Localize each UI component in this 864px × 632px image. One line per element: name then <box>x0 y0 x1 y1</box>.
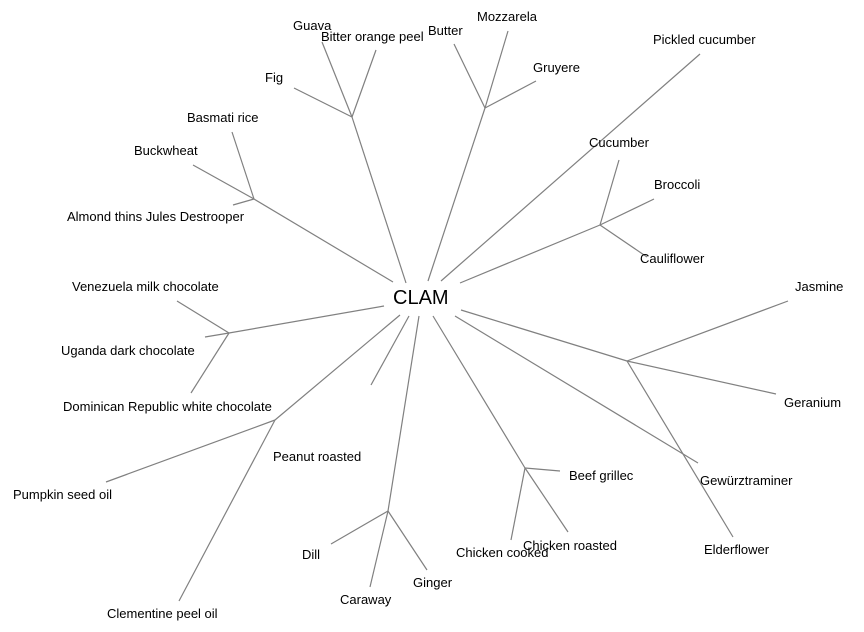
leaf-label-caraway: Caraway <box>340 592 392 607</box>
edge-floral-leaf-0 <box>626 300 789 362</box>
leaf-label-buckwheat: Buckwheat <box>134 143 198 158</box>
leaf-label-fig: Fig <box>265 70 284 85</box>
leaf-label-ginger: Ginger <box>413 575 453 590</box>
leaf-label-bitter-orange-peel: Bitter orange peel <box>321 29 424 44</box>
edge-root-oil <box>274 314 401 421</box>
edge-root-fruit <box>351 116 407 284</box>
leaf-label-elderflower: Elderflower <box>704 542 770 557</box>
edge-meat-leaf-1 <box>510 467 526 541</box>
edge-root-pickle-leaf-0 <box>440 53 701 282</box>
edge-floral-leaf-2 <box>626 360 734 538</box>
leaf-label-mozzarela: Mozzarela <box>477 9 537 24</box>
leaf-label-basmati-rice: Basmati rice <box>187 110 259 125</box>
leaf-label-chicken-cooked: Chicken cooked <box>456 545 549 560</box>
edge-fruit-leaf-0 <box>321 41 353 118</box>
leaf-label-dominican-white-chocolate: Dominican Republic white chocolate <box>63 399 272 414</box>
edge-fruit-leaf-1 <box>351 49 377 118</box>
edge-spice-leaf-1 <box>369 510 389 588</box>
edge-floral-leaf-1 <box>626 360 777 395</box>
leaf-label-pumpkin-seed-oil: Pumpkin seed oil <box>13 487 112 502</box>
edge-meat-leaf-2 <box>524 467 569 533</box>
edge-grain-leaf-2 <box>232 198 255 206</box>
edge-vegetable-leaf-1 <box>599 198 655 226</box>
edge-grain-leaf-0 <box>231 131 255 200</box>
leaf-label-chicken-roasted: Chicken roasted <box>523 538 617 553</box>
leaf-label-cucumber: Cucumber <box>589 135 649 150</box>
leaf-label-gruyere: Gruyere <box>533 60 580 75</box>
leaf-label-almond-thins: Almond thins Jules Destrooper <box>67 209 245 224</box>
edge-root-vegetable <box>459 224 601 284</box>
edge-root-grain <box>253 198 394 283</box>
leaf-label-jasmine: Jasmine <box>795 279 844 294</box>
edge-spice-leaf-0 <box>330 510 389 545</box>
edge-root-meat <box>432 315 526 469</box>
edge-spice-leaf-2 <box>387 510 428 571</box>
edge-oil-leaf-1 <box>178 419 276 602</box>
leaf-label-cauliflower: Cauliflower <box>640 251 705 266</box>
edge-root-floral <box>460 309 628 362</box>
leaf-label-peanut-roasted: Peanut roasted <box>273 449 362 464</box>
edge-vegetable-leaf-2 <box>599 224 648 258</box>
leaf-label-venezuela-milk-chocolate: Venezuela milk chocolate <box>72 279 219 294</box>
leaf-label-butter: Butter <box>428 23 463 38</box>
leaf-label-dill: Dill <box>302 547 321 562</box>
leaf-label-guava: Guava <box>293 18 332 33</box>
leaf-label-clementine-peel-oil: Clementine peel oil <box>107 606 218 621</box>
leaf-label-broccoli: Broccoli <box>654 177 701 192</box>
edge-root-dairy <box>427 107 486 282</box>
leaf-label-uganda-dark-chocolate: Uganda dark chocolate <box>61 343 195 358</box>
edge-root-wine-leaf-0 <box>454 315 699 464</box>
edge-fruit-leaf-2 <box>293 87 353 118</box>
edge-chocolate-leaf-2 <box>190 332 230 394</box>
edge-dairy-leaf-1 <box>484 30 509 109</box>
leaf-label-pickled-cucumber: Pickled cucumber <box>653 32 756 47</box>
edge-root-spice <box>387 315 420 512</box>
edge-vegetable-leaf-0 <box>599 159 620 226</box>
leaf-label-beef-grilled: Beef grillec <box>569 468 634 483</box>
edge-grain-leaf-1 <box>192 164 255 200</box>
leaf-label-geranium: Geranium <box>784 395 842 410</box>
edge-dairy-leaf-0 <box>453 43 486 109</box>
edge-chocolate-leaf-0 <box>176 300 230 334</box>
edge-root-chocolate <box>228 305 385 334</box>
edge-meat-leaf-0 <box>524 467 561 472</box>
leaf-label-gewurztraminer: Gewürztraminer <box>700 473 793 488</box>
edge-dairy-leaf-2 <box>484 80 537 109</box>
edge-root-nut-leaf-0 <box>370 315 410 386</box>
root-label: CLAM <box>393 287 449 309</box>
edge-chocolate-leaf-1 <box>204 332 230 338</box>
edge-oil-leaf-0 <box>105 419 276 483</box>
